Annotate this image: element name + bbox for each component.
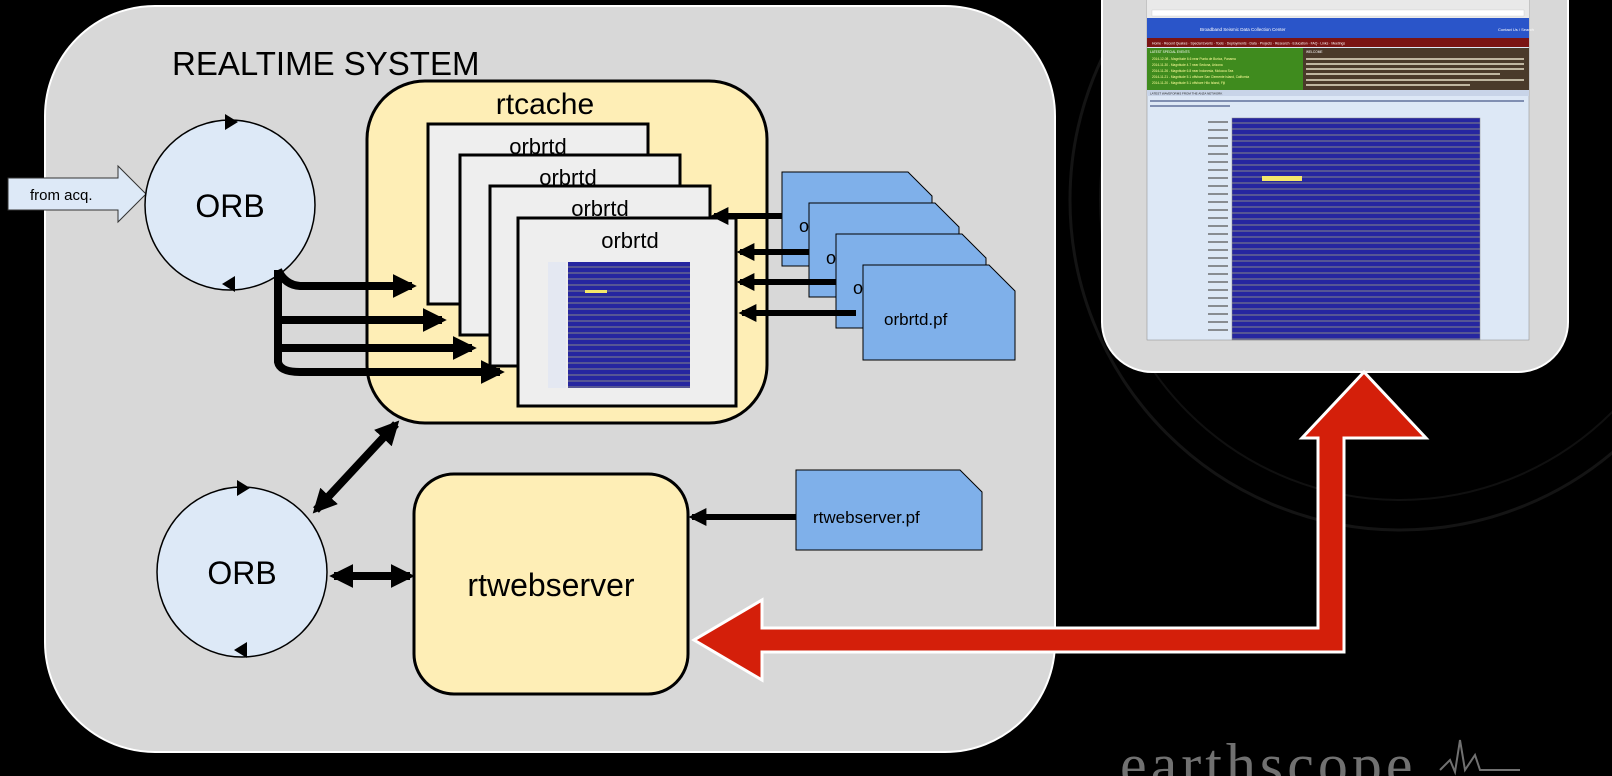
svg-text:earthscope: earthscope xyxy=(1120,732,1417,776)
site-nav-links[interactable]: Home · Recent Quakes · Special Events · … xyxy=(1152,42,1345,46)
rtcache-title: rtcache xyxy=(496,88,594,121)
pf-peek-label: o xyxy=(799,216,809,236)
orb-bottom: ORB xyxy=(156,480,328,658)
event-item[interactable]: 2014-11-30 - Magnitude 4.7 near Sedona, … xyxy=(1152,63,1223,67)
events-box xyxy=(1147,48,1303,90)
welcome-heading: WELCOME xyxy=(1306,50,1322,54)
orb-rtcache-arrow xyxy=(312,420,400,514)
orbrtd-window-label: orbrtd xyxy=(601,228,658,253)
orb-top: ORB xyxy=(144,114,316,292)
orb-bottom-label: ORB xyxy=(207,555,276,591)
event-item[interactable]: 2014-11-21 - Magnitude 5.1 offshore San … xyxy=(1152,75,1249,79)
input-arrow: from acq. xyxy=(7,164,147,224)
realtime-system-title: REALTIME SYSTEM xyxy=(172,45,479,82)
site-header xyxy=(1147,18,1529,38)
pf-peek-label: o xyxy=(826,248,836,268)
pf-front-label: orbrtd.pf xyxy=(884,310,948,329)
background-seal xyxy=(1068,0,1612,532)
pf-config-arrows xyxy=(710,207,856,322)
orbrtd-station-column xyxy=(548,262,566,388)
browser-url-bar xyxy=(1151,9,1525,17)
events-heading: LATEST SPECIAL EVENTS xyxy=(1150,50,1190,54)
site-nav xyxy=(1147,38,1529,47)
fanout-arrows xyxy=(274,268,505,384)
orb-top-label: ORB xyxy=(195,188,264,224)
event-item[interactable]: 2014-11-26 - Magnitude 6.8 near Indonesi… xyxy=(1152,69,1234,73)
rtwebserver-label: rtwebserver xyxy=(467,567,635,603)
orbrtd-waveform-plot xyxy=(568,262,690,388)
earthscope-logo: earthscope xyxy=(1120,732,1520,776)
waveforms-heading: LATEST WAVEFORMS FROM THE ANZA NETWORK xyxy=(1150,92,1222,96)
station-labels xyxy=(1208,121,1228,331)
site-header-links[interactable]: Contact Us / Search xyxy=(1498,27,1534,32)
rtwebserver-pf: rtwebserver.pf xyxy=(795,469,983,551)
browser-screenshot-panel: Broadband Seismic Data Collection Center… xyxy=(1101,0,1569,373)
site-header-title: Broadband Seismic Data Collection Center xyxy=(1200,27,1286,32)
rtwebserver-pf-label: rtwebserver.pf xyxy=(813,508,920,527)
event-item[interactable]: 2014-12-08 - Magnitude 6.6 near Punta de… xyxy=(1152,57,1236,61)
waveform-burst xyxy=(1262,176,1302,181)
pf-peek-label: o xyxy=(853,278,863,298)
event-item[interactable]: 2014-11-20 - Magnitude 5.1 offshore Hilo… xyxy=(1152,81,1225,85)
welcome-text xyxy=(1306,58,1524,86)
waveform-burst xyxy=(585,290,607,293)
waveforms-heading-bar xyxy=(1147,90,1529,96)
waveforms-intro xyxy=(1150,100,1524,107)
http-link-arrow xyxy=(691,369,1430,683)
browser-waveform-plot xyxy=(1231,117,1481,341)
pf-stack: o o o orbrtd.pf xyxy=(781,171,1016,361)
orbrtd-stack: orbrtd orbrtd orbrtd orbrtd xyxy=(426,122,738,408)
input-label: from acq. xyxy=(30,187,93,204)
